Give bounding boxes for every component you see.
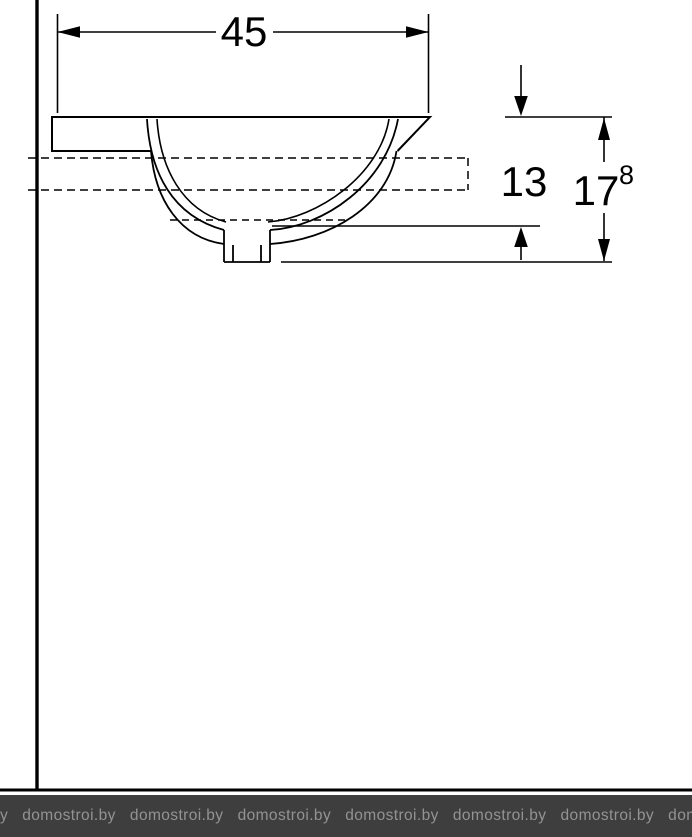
bowl-inner-curve-left (146, 118, 225, 231)
reference-lines (272, 116, 612, 263)
dimension-width-45: 45 (56, 8, 430, 113)
height-down-arrowhead-icon (598, 239, 610, 261)
arrowhead-right-icon (406, 26, 429, 38)
bowl-inner-curve-right (269, 118, 399, 231)
dim-height-sup-label: 8 (619, 160, 634, 190)
basin-section (51, 116, 433, 263)
down-arrowhead-icon (514, 96, 528, 116)
dim-width-label: 45 (221, 8, 268, 55)
bowl-outer-curve-left (150, 150, 225, 245)
countertop-dashed-lines (28, 157, 469, 191)
drain-outlet (223, 230, 271, 263)
up-arrowhead-icon (514, 227, 528, 247)
dim-height-label: 17 (573, 167, 620, 214)
watermark-text: y domostroi.by domostroi.by domostroi.by… (0, 807, 692, 824)
washbasin-section-drawing: 45 13 17 8 (0, 0, 692, 792)
bowl-second-curve-left (156, 118, 227, 223)
wall-and-floor (0, 0, 692, 792)
bowl-outer-curve-right (269, 150, 398, 245)
height-up-arrowhead-icon (598, 118, 610, 140)
dimension-depth-13: 13 (501, 65, 548, 260)
dimension-height-178: 17 8 (573, 117, 634, 261)
watermark-bar: y domostroi.by domostroi.by domostroi.by… (0, 795, 692, 837)
bowl-second-curve-right (267, 118, 390, 223)
basin-rim-outline (51, 116, 433, 152)
dim-depth-label: 13 (501, 158, 548, 205)
arrowhead-left-icon (57, 26, 80, 38)
